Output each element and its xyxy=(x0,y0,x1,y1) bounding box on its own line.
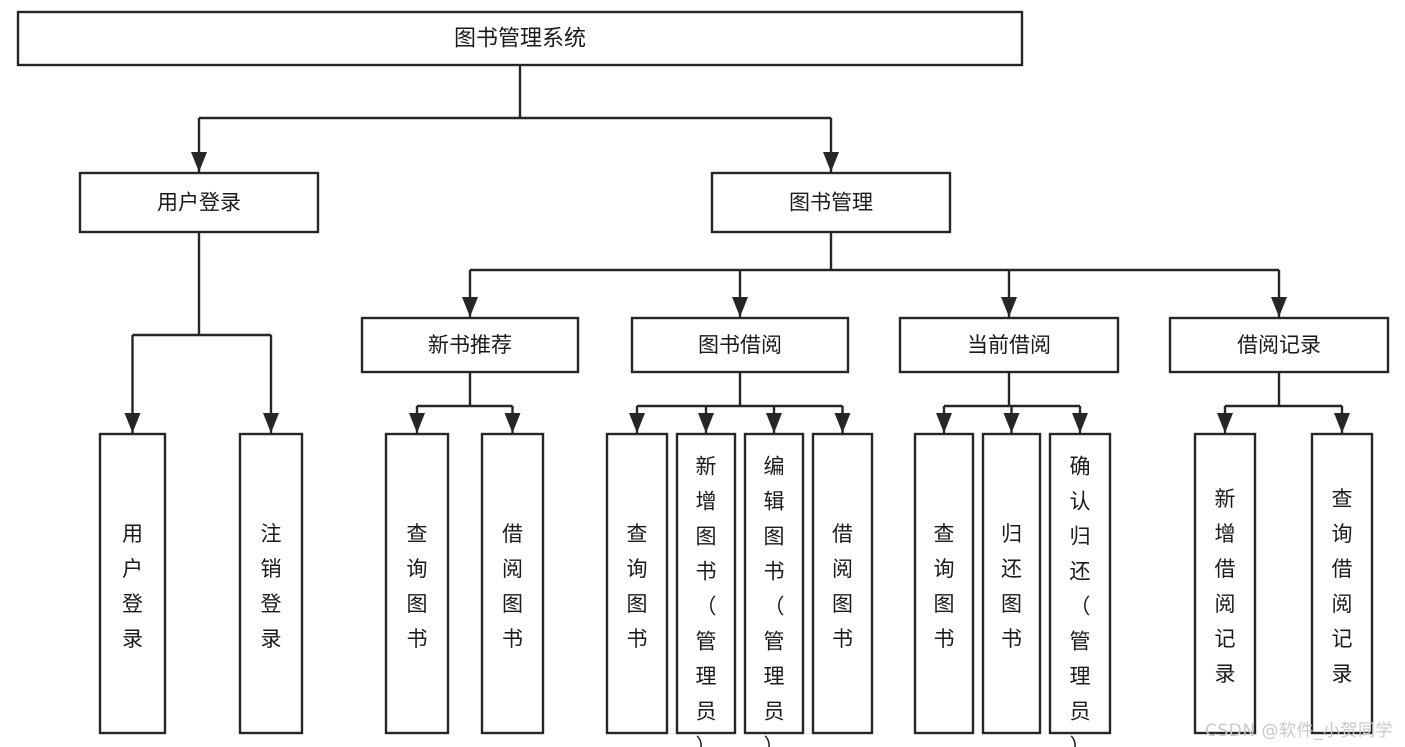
arrow-head-icon xyxy=(1001,297,1017,317)
root-node[interactable]: 图书管理系统 xyxy=(16,10,1024,67)
leaf-box xyxy=(605,432,669,735)
arrow-head-icon xyxy=(1217,413,1233,433)
level2-box xyxy=(78,171,320,234)
arrow-head-icon xyxy=(766,413,782,433)
leaf-box xyxy=(238,432,304,735)
level3-node[interactable]: 新书推荐 xyxy=(360,316,580,374)
level2-box xyxy=(710,171,952,234)
level3-label: 当前借阅 xyxy=(967,333,1051,357)
level3-box xyxy=(360,316,580,374)
level3-node[interactable]: 当前借阅 xyxy=(898,316,1120,374)
level2-label: 图书管理 xyxy=(789,191,873,215)
arrow-head-icon xyxy=(823,152,839,172)
leaf-box xyxy=(98,432,167,735)
arrow-head-icon xyxy=(732,297,748,317)
level2-node[interactable]: 图书管理 xyxy=(710,171,952,234)
level3-box xyxy=(898,316,1120,374)
leaf-label: 新增图书（管理员） xyxy=(696,454,717,747)
leaf-box xyxy=(1193,432,1257,735)
arrow-head-icon xyxy=(1334,413,1350,433)
leaf-box xyxy=(675,432,737,735)
level3-label: 图书借阅 xyxy=(698,333,782,357)
leaf-box xyxy=(1310,432,1374,735)
leaf-box xyxy=(913,432,975,735)
arrow-head-icon xyxy=(1271,297,1287,317)
leaf-label: 借阅图书 xyxy=(502,522,523,651)
leaf-node[interactable]: 查询图书 xyxy=(605,432,669,735)
leaf-label: 编辑图书（管理员） xyxy=(764,454,785,747)
leaf-node[interactable]: 归还图书 xyxy=(981,432,1042,735)
leaf-node[interactable]: 借阅图书 xyxy=(480,432,545,735)
leaf-box xyxy=(1048,432,1112,735)
arrow-head-icon xyxy=(698,413,714,433)
leaf-label: 查询借阅记录 xyxy=(1332,487,1353,686)
leaf-node[interactable]: 借阅图书 xyxy=(811,432,874,735)
leaf-node[interactable]: 用户登录 xyxy=(98,432,167,735)
leaf-label: 查询图书 xyxy=(627,522,648,651)
arrow-head-icon xyxy=(834,413,851,433)
leaf-label: 查询图书 xyxy=(407,522,428,651)
leaf-label: 借阅图书 xyxy=(832,522,853,651)
leaf-label: 查询图书 xyxy=(934,522,955,651)
arrow-head-icon xyxy=(462,297,478,317)
leaf-box xyxy=(811,432,874,735)
arrow-head-icon xyxy=(124,413,141,433)
connector-layer xyxy=(124,65,1350,433)
level3-label: 新书推荐 xyxy=(428,333,512,357)
leaf-node[interactable]: 注销登录 xyxy=(238,432,304,735)
leaf-box xyxy=(480,432,545,735)
arrow-head-icon xyxy=(936,413,952,433)
leaf-label: 用户登录 xyxy=(122,522,143,651)
leaf-label: 注销登录 xyxy=(261,522,282,651)
leaf-node[interactable]: 编辑图书（管理员） xyxy=(743,432,805,747)
arrow-head-icon xyxy=(1003,413,1020,433)
arrow-head-icon xyxy=(263,413,279,433)
node-layer: 图书管理系统用户登录图书管理新书推荐图书借阅当前借阅借阅记录用户登录注销登录查询… xyxy=(16,10,1390,747)
leaf-node[interactable]: 查询图书 xyxy=(384,432,450,735)
leaf-node[interactable]: 查询图书 xyxy=(913,432,975,735)
leaf-label: 归还图书 xyxy=(1001,522,1022,651)
leaf-box xyxy=(743,432,805,735)
leaf-label: 新增借阅记录 xyxy=(1215,487,1236,686)
level3-box xyxy=(1168,316,1390,374)
leaf-node[interactable]: 确认归还（管理员） xyxy=(1048,432,1112,747)
arrow-head-icon xyxy=(504,413,521,433)
leaf-node[interactable]: 查询借阅记录 xyxy=(1310,432,1374,735)
leaf-label: 确认归还（管理员） xyxy=(1070,454,1091,747)
root-box xyxy=(16,10,1024,67)
arrow-head-icon xyxy=(191,152,207,172)
level3-node[interactable]: 借阅记录 xyxy=(1168,316,1390,374)
leaf-node[interactable]: 新增借阅记录 xyxy=(1193,432,1257,735)
arrow-head-icon xyxy=(1072,413,1088,433)
leaf-node[interactable]: 新增图书（管理员） xyxy=(675,432,737,747)
leaf-box xyxy=(384,432,450,735)
arrow-head-icon xyxy=(629,413,645,433)
level2-label: 用户登录 xyxy=(157,191,241,215)
root-label: 图书管理系统 xyxy=(454,27,586,52)
leaf-box xyxy=(981,432,1042,735)
level2-node[interactable]: 用户登录 xyxy=(78,171,320,234)
level3-label: 借阅记录 xyxy=(1237,333,1321,357)
level3-node[interactable]: 图书借阅 xyxy=(630,316,850,374)
level3-box xyxy=(630,316,850,374)
arrow-head-icon xyxy=(409,413,425,433)
